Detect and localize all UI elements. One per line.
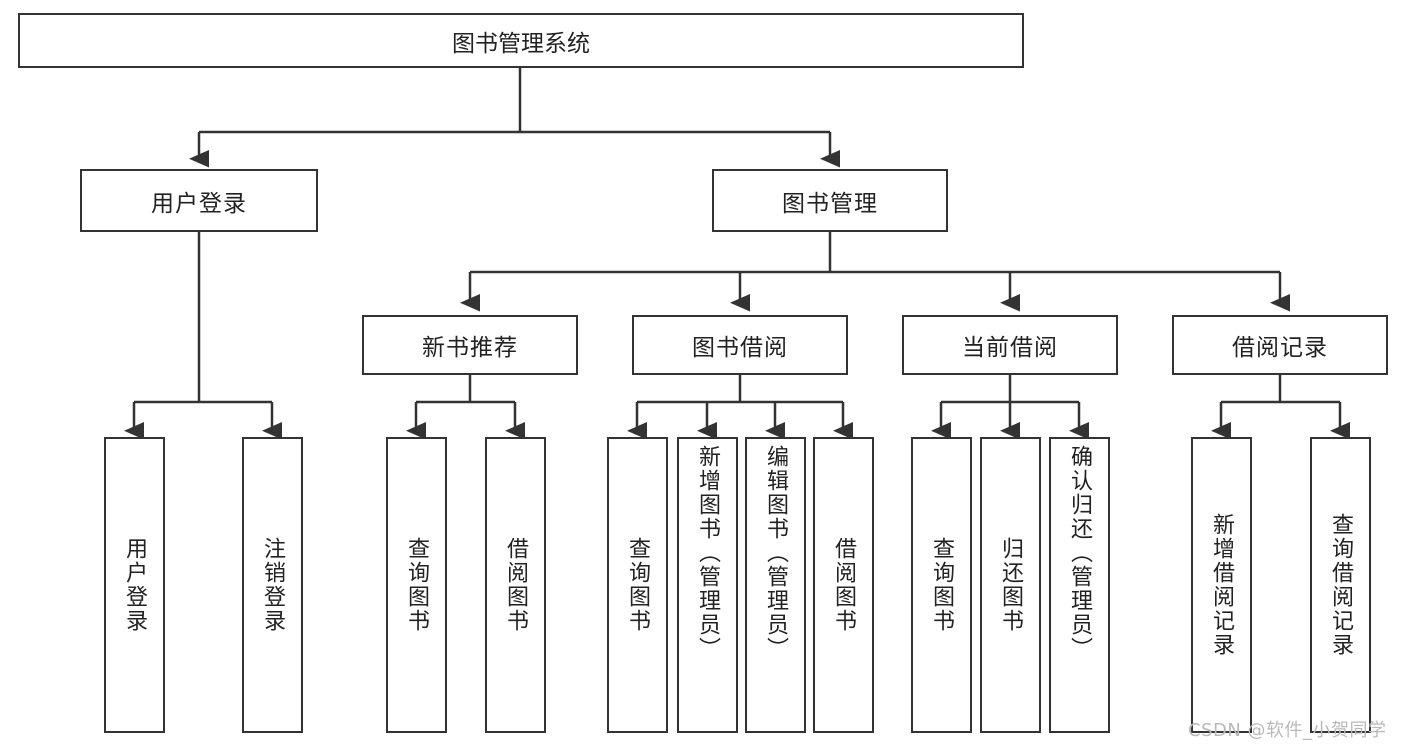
node-user-login[interactable]: 用户登录: [80, 169, 318, 232]
leaf-record-add-record[interactable]: 新增借阅记录: [1191, 437, 1252, 733]
leaf-label: 归还图书: [998, 537, 1024, 633]
leaf-borrow-borrow-book[interactable]: 借阅图书: [813, 437, 874, 733]
leaf-recommend-borrow-book[interactable]: 借阅图书: [485, 437, 546, 733]
leaf-label: 查询图书: [404, 537, 430, 633]
node-root[interactable]: 图书管理系统: [18, 13, 1024, 68]
leaf-recommend-query-book[interactable]: 查询图书: [386, 437, 447, 733]
node-borrow-record-label: 借阅记录: [1232, 335, 1328, 361]
node-new-book-recommend[interactable]: 新书推荐: [362, 315, 578, 375]
leaf-record-query-record[interactable]: 查询借阅记录: [1310, 437, 1371, 733]
leaf-label: 借阅图书: [831, 537, 857, 633]
leaf-label: 确认归还（管理员）: [1067, 445, 1093, 661]
leaf-label: 新增借阅记录: [1209, 513, 1235, 657]
node-new-book-recommend-label: 新书推荐: [422, 335, 518, 361]
node-root-label: 图书管理系统: [452, 30, 590, 57]
watermark: CSDN @软件_小贺同学: [1188, 720, 1387, 741]
leaf-user-login-logout[interactable]: 注销登录: [242, 437, 303, 733]
node-current-borrow[interactable]: 当前借阅: [902, 315, 1118, 375]
leaf-current-query-book[interactable]: 查询图书: [911, 437, 972, 733]
leaf-current-confirm-return-admin[interactable]: 确认归还（管理员）: [1049, 437, 1110, 733]
leaf-label: 编辑图书（管理员）: [763, 445, 789, 661]
leaf-label: 注销登录: [260, 537, 286, 633]
node-book-borrow-label: 图书借阅: [692, 335, 788, 361]
node-borrow-record[interactable]: 借阅记录: [1172, 315, 1388, 375]
leaf-current-return-book[interactable]: 归还图书: [980, 437, 1041, 733]
node-current-borrow-label: 当前借阅: [962, 335, 1058, 361]
node-book-management-label: 图书管理: [782, 190, 878, 217]
node-user-login-label: 用户登录: [151, 190, 247, 217]
leaf-borrow-edit-book-admin[interactable]: 编辑图书（管理员）: [745, 437, 806, 733]
node-book-management[interactable]: 图书管理: [712, 169, 948, 232]
leaf-borrow-add-book-admin[interactable]: 新增图书（管理员）: [677, 437, 738, 733]
leaf-label: 新增图书（管理员）: [695, 445, 721, 661]
leaf-label: 查询图书: [625, 537, 651, 633]
leaf-label: 用户登录: [122, 537, 148, 633]
leaf-user-login-login[interactable]: 用户登录: [104, 437, 165, 733]
leaf-label: 借阅图书: [503, 537, 529, 633]
leaf-borrow-query-book[interactable]: 查询图书: [607, 437, 668, 733]
node-book-borrow[interactable]: 图书借阅: [632, 315, 848, 375]
leaf-label: 查询借阅记录: [1328, 513, 1354, 657]
leaf-label: 查询图书: [929, 537, 955, 633]
